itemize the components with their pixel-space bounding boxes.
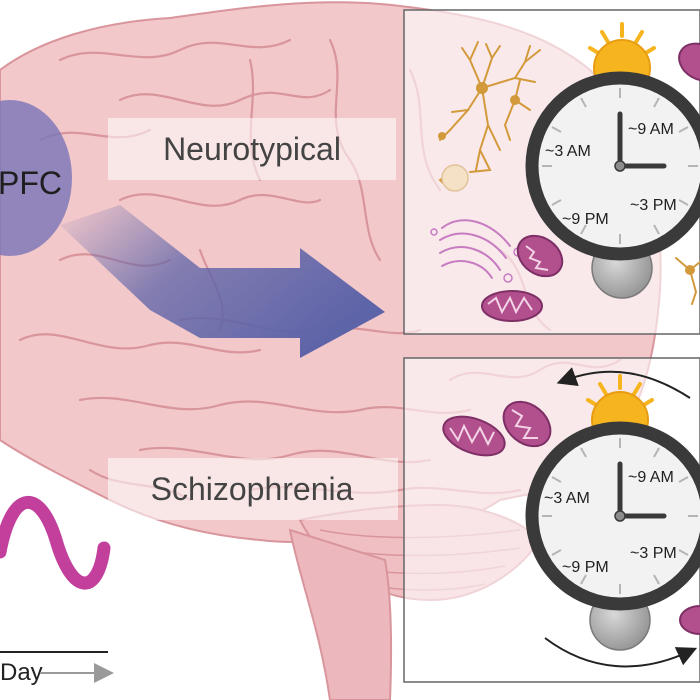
mitochondrion-icon xyxy=(442,415,506,457)
rotation-arrow-top xyxy=(556,367,691,399)
clock-center xyxy=(614,160,626,172)
neuron-soma-4 xyxy=(685,265,695,275)
neuron-icon xyxy=(438,41,541,191)
neurotypical-label-bg xyxy=(108,118,396,180)
mitochondrion-icon xyxy=(516,234,564,278)
schizophrenia-label: Schizophrenia xyxy=(151,471,354,507)
clock-ticks xyxy=(542,438,698,594)
neuron-soma-3 xyxy=(438,132,446,140)
clock-label-3am: ~3 AM xyxy=(545,143,591,160)
mitochondrion-icon xyxy=(481,290,543,322)
faded-cell xyxy=(441,164,469,192)
clock-center xyxy=(614,510,626,522)
mitochondrion-icon xyxy=(679,605,700,635)
rhythm-wave xyxy=(0,495,111,590)
day-axis-label: Day xyxy=(0,659,43,686)
clock-icon: ~9 AM ~3 AM ~3 PM ~9 PM xyxy=(525,421,700,611)
pfc-region xyxy=(0,100,72,256)
neuron-soma-1 xyxy=(476,82,488,94)
mitochondrion-icon xyxy=(678,42,700,82)
neurotypical-label: Neurotypical xyxy=(163,131,341,167)
clock-label-9am: ~9 AM xyxy=(628,121,674,138)
mitochondrion-icon xyxy=(502,400,552,448)
pfc-label: PFC xyxy=(0,165,62,201)
brainstem xyxy=(288,528,393,700)
clock-label-9pm: ~9 PM xyxy=(562,211,609,228)
clock-label-9am: ~9 AM xyxy=(628,469,674,486)
clock-label-9pm: ~9 PM xyxy=(562,559,609,576)
neurotypical-panel: ~9 AM ~3 AM ~3 PM ~9 PM xyxy=(403,9,700,335)
pathway-arrow xyxy=(60,205,385,358)
golgi-icon xyxy=(439,219,511,279)
clock-label-3am: ~3 AM xyxy=(544,490,590,507)
clock-label-3pm: ~3 PM xyxy=(630,545,677,562)
clock-icon: ~9 AM ~3 AM ~3 PM ~9 PM xyxy=(525,71,700,261)
clock-ticks xyxy=(542,88,698,244)
schizophrenia-label-bg xyxy=(108,458,398,520)
rotation-arrow-bottom xyxy=(544,637,698,668)
schizophrenia-panel: ~9 AM ~3 AM ~3 PM ~9 PM xyxy=(403,357,700,683)
clock-label-3pm: ~3 PM xyxy=(630,197,677,214)
neuron-soma-2 xyxy=(510,95,520,105)
